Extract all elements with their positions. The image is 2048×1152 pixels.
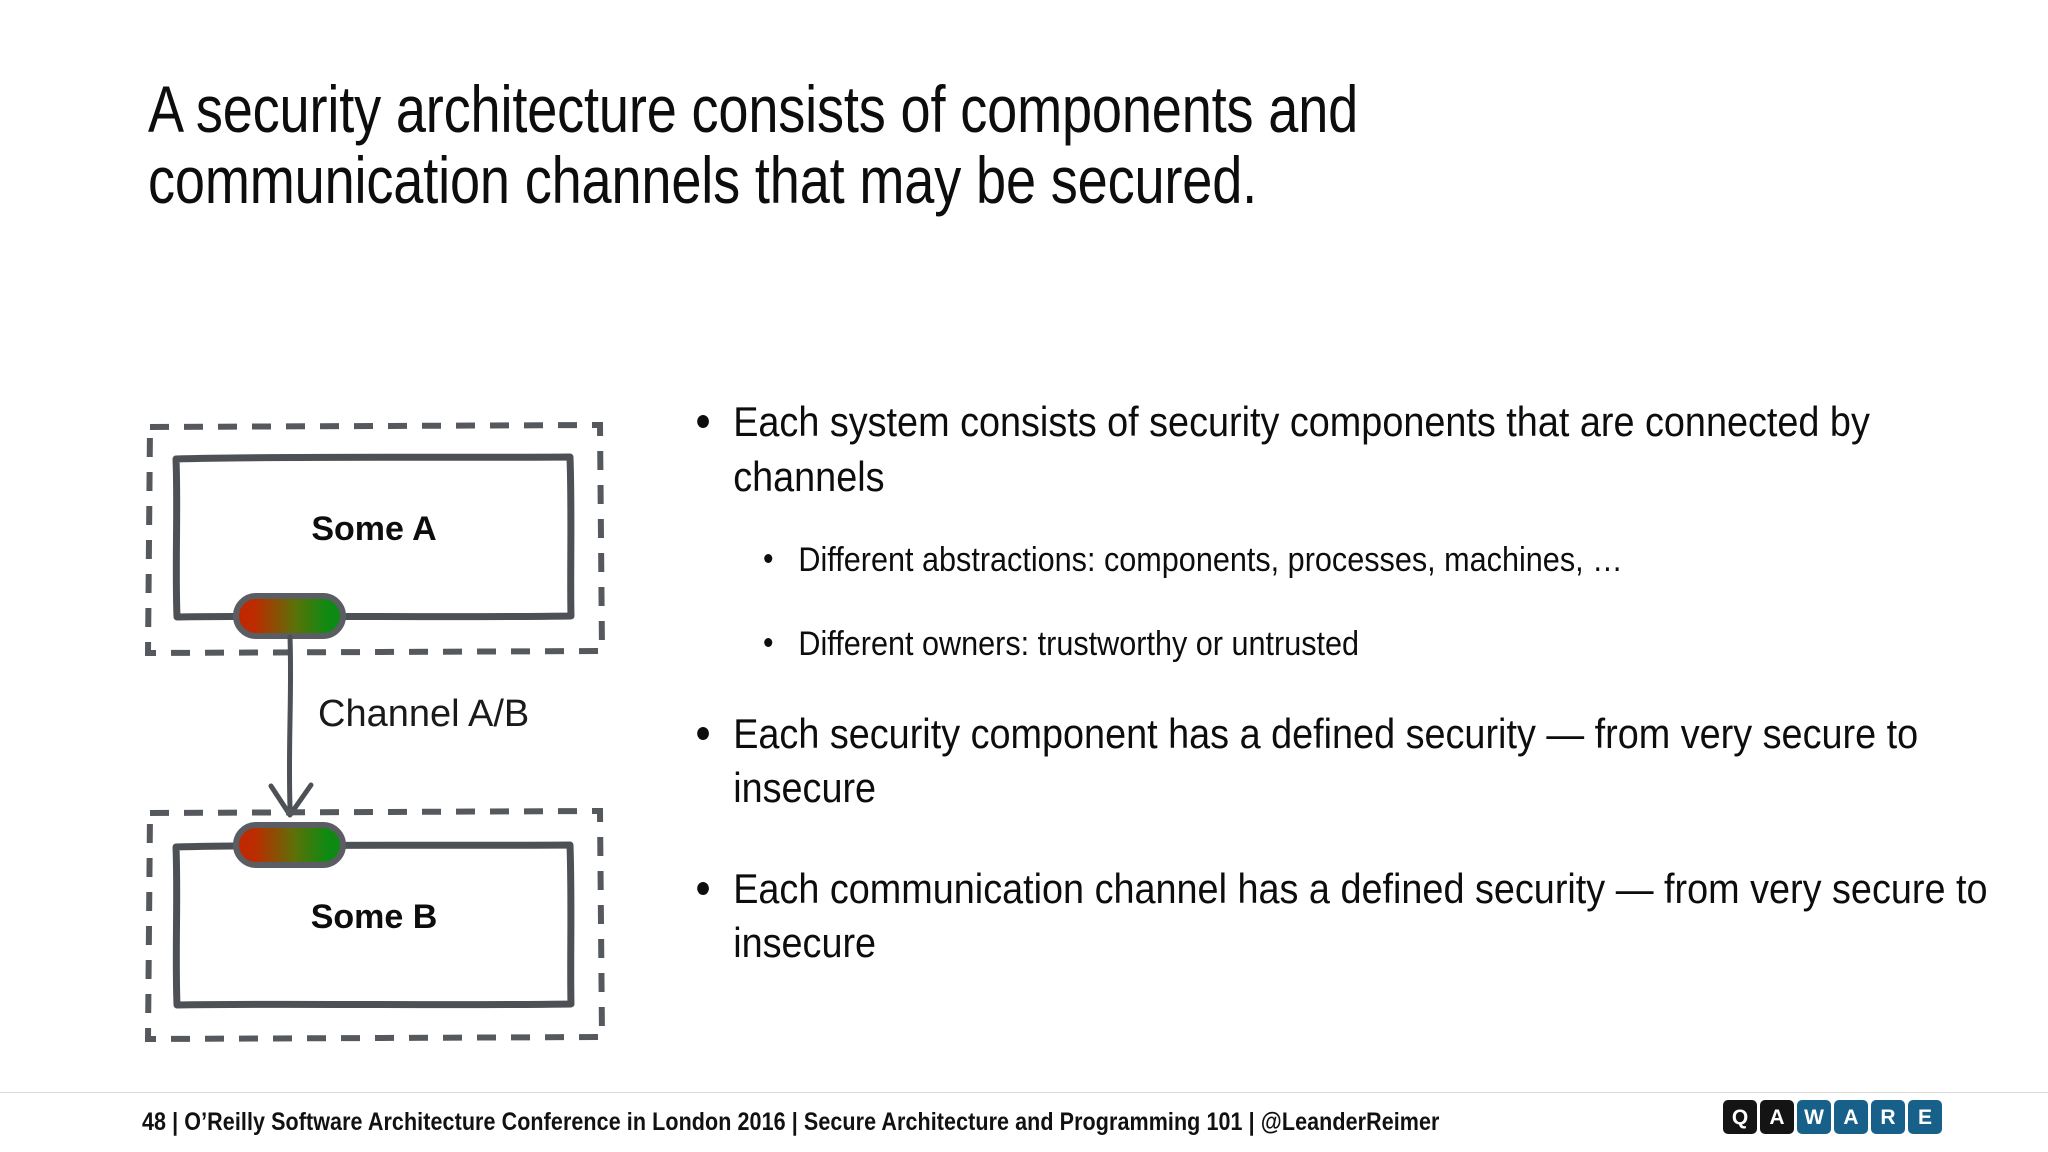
bullet-list: Each system consists of security compone… (690, 395, 1988, 1005)
bullet-item: Each communication channel has a defined… (690, 862, 1993, 971)
channel-arrow (268, 634, 314, 818)
bullet-text: Each communication channel has a defined… (733, 864, 1988, 967)
bullet-item: Each system consists of security compone… (690, 395, 1993, 504)
sub-bullet-item: Different owners: trustworthy or untrust… (748, 622, 2048, 666)
bullet-item: Each security component has a defined se… (690, 707, 1993, 816)
logo-tile-w: W (1797, 1100, 1831, 1134)
qaware-logo: Q A W A R E (1723, 1100, 1942, 1134)
logo-tile-r: R (1871, 1100, 1905, 1134)
security-architecture-diagram: Some A Some B Channel A/B (140, 415, 640, 1055)
bullet-dot-icon (697, 881, 709, 895)
sub-bullet-text: Different owners: trustworthy or untrust… (798, 625, 1360, 664)
sub-bullet-item: Different abstractions: components, proc… (748, 538, 2048, 582)
footer-caption: 48 | O’Reilly Software Architecture Conf… (142, 1108, 1440, 1136)
system-b-box (172, 841, 575, 1009)
logo-tile-e: E (1908, 1100, 1942, 1134)
system-a-box (172, 453, 575, 621)
footer-divider (0, 1092, 2048, 1093)
logo-tile-q: Q (1723, 1100, 1757, 1134)
bullet-dot-icon (697, 415, 709, 428)
logo-tile-a2: A (1834, 1100, 1868, 1134)
bullet-dot-icon (697, 726, 709, 740)
system-b-security-port (233, 822, 346, 868)
system-b-trust-boundary (144, 807, 606, 1043)
sub-bullet-dot-icon (764, 554, 773, 564)
page-title: A security architecture consists of comp… (148, 72, 1359, 218)
sub-bullet-list: Different abstractions: components, proc… (690, 538, 1960, 666)
system-a-security-port (233, 593, 346, 639)
bullet-text: Each security component has a defined se… (733, 709, 1919, 812)
sub-bullet-dot-icon (764, 638, 773, 648)
logo-tile-a1: A (1760, 1100, 1794, 1134)
bullet-text: Each system consists of security compone… (733, 398, 1870, 500)
sub-bullet-text: Different abstractions: components, proc… (798, 541, 1623, 580)
system-a-trust-boundary (144, 421, 606, 657)
